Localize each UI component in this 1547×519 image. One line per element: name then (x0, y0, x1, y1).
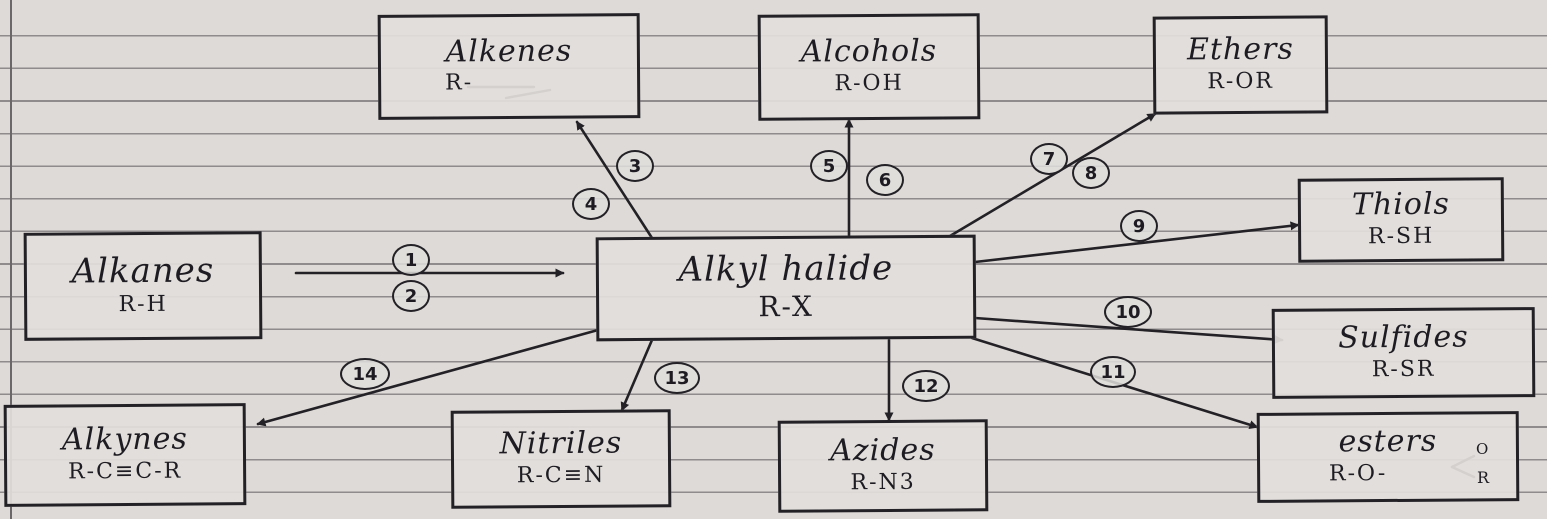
node-sulfides: Sulfides R-SR (1271, 307, 1536, 399)
reaction-number-10: 10 (1104, 296, 1152, 328)
reaction-number-7: 7 (1030, 143, 1068, 175)
reaction-number-8: 8 (1072, 157, 1110, 189)
arrow-to-ethers (948, 112, 1157, 238)
node-alkyl-halide-name: Alkyl halide (678, 248, 894, 290)
node-ethers-formula: R-OR (1207, 68, 1274, 95)
reaction-number-14: 14 (340, 358, 390, 390)
node-alkynes: Alkynes R-C≡C-R (3, 403, 247, 507)
node-thiols-formula: R-SH (1367, 223, 1435, 250)
reaction-number-1: 1 (392, 244, 430, 276)
node-alkenes-name: Alkenes (445, 33, 573, 70)
reaction-number-3: 3 (616, 150, 654, 182)
node-azides-name: Azides (830, 433, 936, 469)
reaction-number-2: 2 (392, 280, 430, 312)
ester-carbonyl-o: O (1476, 440, 1489, 458)
node-alkenes-formula: R- (445, 70, 474, 96)
node-alkyl-halide-formula: R-X (758, 290, 814, 324)
node-alkanes-name: Alkanes (71, 250, 215, 292)
reaction-number-9: 9 (1120, 210, 1158, 242)
reaction-number-11: 11 (1090, 356, 1136, 388)
node-ethers-name: Ethers (1186, 32, 1294, 68)
node-alkanes: Alkanes R-H (23, 231, 263, 341)
node-nitriles: Nitriles R-C≡N (450, 409, 672, 509)
node-alkanes-formula: R-H (118, 292, 168, 318)
node-nitriles-formula: R-C≡N (516, 462, 606, 489)
reaction-number-4: 4 (572, 188, 610, 220)
arrow-to-nitriles (620, 338, 654, 412)
reaction-number-6: 6 (866, 164, 904, 196)
arrow-to-alkynes (256, 328, 600, 427)
node-thiols: Thiols R-SH (1297, 177, 1505, 263)
node-sulfides-name: Sulfides (1338, 319, 1469, 356)
node-nitriles-name: Nitriles (499, 426, 623, 462)
ester-substituent-r: R (1477, 468, 1490, 487)
node-ethers: Ethers R-OR (1152, 15, 1329, 115)
node-alcohols: Alcohols R-OH (757, 13, 981, 121)
node-alkynes-name: Alkynes (61, 422, 188, 458)
node-azides-formula: R-N3 (850, 469, 916, 496)
node-alcohols-formula: R-OH (834, 70, 904, 97)
reaction-number-12: 12 (902, 370, 950, 402)
arrow-to-sulfides (973, 316, 1284, 344)
reaction-number-5: 5 (810, 150, 848, 182)
node-alkenes: Alkenes R- (377, 13, 641, 120)
node-alcohols-name: Alcohols (800, 33, 938, 70)
node-alkyl-halide: Alkyl halide R-X (595, 234, 977, 342)
node-esters-name: esters (1338, 424, 1438, 460)
node-esters-formula: R-O- (1328, 460, 1388, 487)
node-sulfides-formula: R-SR (1371, 356, 1436, 383)
node-alkynes-formula: R-C≡C-R (67, 458, 183, 485)
node-azides: Azides R-N3 (777, 419, 989, 513)
page-margin-line (10, 0, 12, 519)
node-thiols-name: Thiols (1351, 187, 1451, 223)
reaction-number-13: 13 (654, 362, 700, 394)
arrow-to-thiols (973, 221, 1300, 264)
arrow-to-alkenes (575, 120, 654, 240)
